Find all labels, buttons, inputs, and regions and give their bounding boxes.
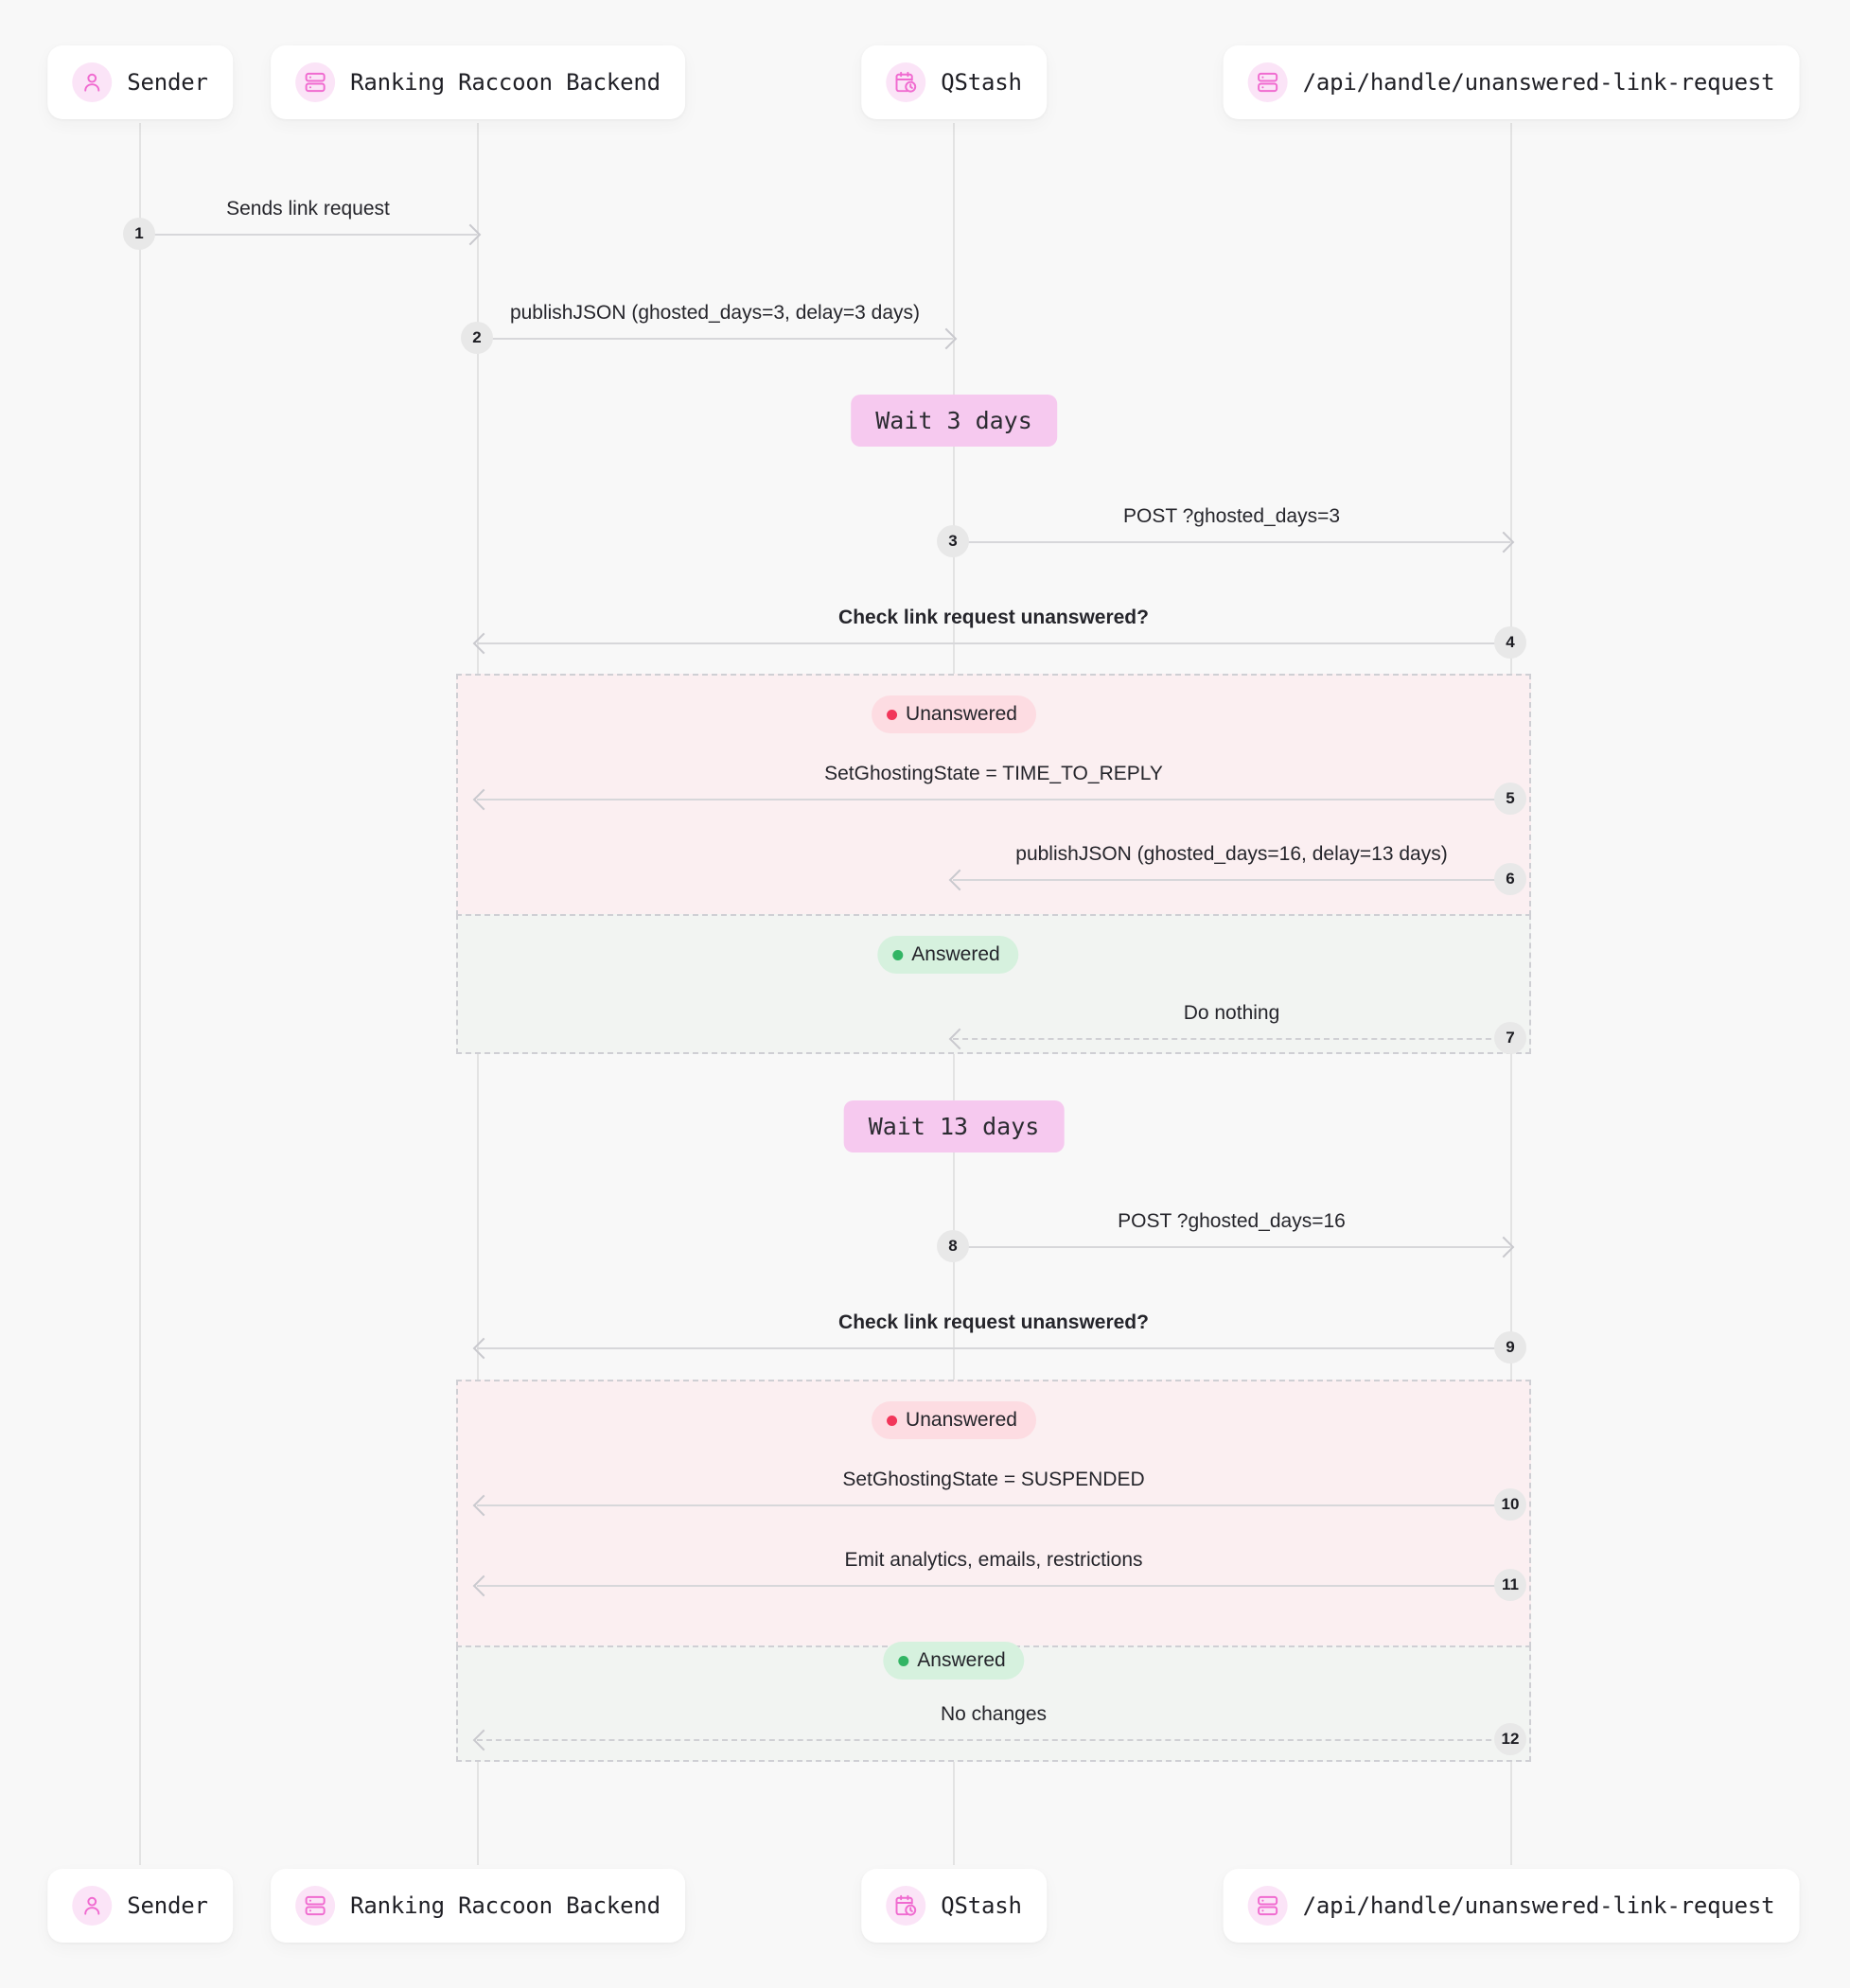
calendar-clock-icon: [886, 62, 926, 102]
message-arrow-line: [477, 1739, 1510, 1741]
calendar-clock-icon: [886, 1886, 926, 1926]
message-label: POST ?ghosted_days=16: [1118, 1210, 1346, 1232]
sequence-badge: 2: [461, 322, 493, 354]
sequence-badge: 12: [1494, 1723, 1526, 1755]
sequence-badge: 8: [937, 1230, 969, 1262]
participant-backend-top[interactable]: Ranking Raccoon Backend: [271, 45, 685, 119]
message-arrow-line: [953, 541, 1510, 543]
condition-label: Answered: [911, 943, 1000, 965]
user-icon: [72, 62, 113, 102]
participant-qstash-bottom[interactable]: QStash: [861, 1869, 1047, 1943]
message-label: SetGhostingState = TIME_TO_REPLY: [824, 763, 1163, 784]
sequence-badge: 1: [123, 218, 155, 250]
server-icon: [295, 62, 336, 102]
sequence-badge: 5: [1494, 783, 1526, 815]
message-label: publishJSON (ghosted_days=3, delay=3 day…: [509, 302, 921, 324]
sequence-badge: 9: [1494, 1331, 1526, 1363]
status-dot-negative-icon: [887, 1415, 898, 1426]
message-arrow-line: [477, 1347, 1510, 1349]
participant-label: Ranking Raccoon Backend: [350, 1892, 661, 1919]
status-dot-positive-icon: [892, 949, 904, 960]
message-label: publishJSON (ghosted_days=16, delay=13 d…: [1015, 843, 1448, 865]
server-icon: [1247, 62, 1288, 102]
condition-label: Answered: [917, 1649, 1006, 1671]
sequence-badge: 11: [1494, 1569, 1526, 1601]
message-arrow-line: [139, 234, 477, 236]
server-icon: [295, 1886, 336, 1926]
condition-badge-answered-1: Answered: [877, 936, 1019, 974]
participant-api-top[interactable]: /api/handle/unanswered-link-request: [1223, 45, 1800, 119]
participant-label: Sender: [127, 69, 208, 96]
status-dot-positive-icon: [898, 1655, 909, 1666]
sequence-badge: 7: [1494, 1022, 1526, 1054]
message-arrow-line: [477, 799, 1510, 800]
message-arrow-line: [477, 1504, 1510, 1506]
note-label: Wait 3 days: [875, 407, 1032, 434]
condition-badge-unanswered-1: Unanswered: [872, 695, 1036, 733]
message-arrow-line: [477, 338, 953, 340]
message-label: Check link request unanswered?: [838, 1311, 1149, 1333]
message-label: Emit analytics, emails, restrictions: [844, 1549, 1143, 1571]
server-icon: [1247, 1886, 1288, 1926]
participant-label: QStash: [941, 1892, 1022, 1919]
participant-qstash-top[interactable]: QStash: [861, 45, 1047, 119]
participant-sender-top[interactable]: Sender: [47, 45, 233, 119]
participant-label: Ranking Raccoon Backend: [350, 69, 661, 96]
participant-label: QStash: [941, 69, 1022, 96]
lifeline-sender: [139, 123, 141, 1865]
note-label: Wait 13 days: [868, 1113, 1040, 1140]
message-arrow-line: [953, 879, 1510, 881]
status-dot-negative-icon: [887, 709, 898, 720]
sequence-badge: 3: [937, 525, 969, 557]
message-arrow-line: [477, 1585, 1510, 1587]
note-wait-13-days: Wait 13 days: [843, 1100, 1065, 1152]
participant-sender-bottom[interactable]: Sender: [47, 1869, 233, 1943]
sequence-badge: 4: [1494, 626, 1526, 659]
condition-label: Unanswered: [906, 1409, 1017, 1431]
message-label: Do nothing: [1183, 1002, 1280, 1024]
message-label: SetGhostingState = SUSPENDED: [842, 1469, 1145, 1490]
sequence-badge: 6: [1494, 863, 1526, 895]
condition-badge-unanswered-2: Unanswered: [872, 1401, 1036, 1439]
message-label: No changes: [940, 1703, 1048, 1725]
participant-backend-bottom[interactable]: Ranking Raccoon Backend: [271, 1869, 685, 1943]
message-label: Check link request unanswered?: [838, 607, 1149, 628]
participant-label: /api/handle/unanswered-link-request: [1302, 69, 1775, 96]
participant-label: Sender: [127, 1892, 208, 1919]
message-arrow-line: [477, 642, 1510, 644]
message-arrow-line: [953, 1246, 1510, 1248]
user-icon: [72, 1886, 113, 1926]
condition-label: Unanswered: [906, 703, 1017, 725]
note-wait-3-days: Wait 3 days: [851, 395, 1057, 447]
condition-badge-answered-2: Answered: [883, 1642, 1025, 1680]
sequence-badge: 10: [1494, 1488, 1526, 1521]
participant-label: /api/handle/unanswered-link-request: [1302, 1892, 1775, 1919]
participant-api-bottom[interactable]: /api/handle/unanswered-link-request: [1223, 1869, 1800, 1943]
message-label: Sends link request: [226, 198, 390, 220]
message-label: POST ?ghosted_days=3: [1122, 505, 1341, 527]
message-arrow-line: [953, 1038, 1510, 1040]
